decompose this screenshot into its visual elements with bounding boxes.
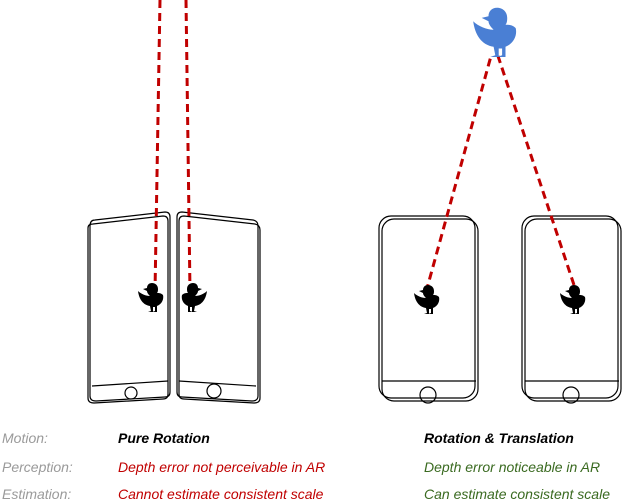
label-motion: Motion: — [2, 430, 48, 446]
label-perception: Perception: — [2, 459, 73, 475]
right-phone-right — [521, 215, 622, 404]
home-button-icon — [419, 386, 437, 404]
home-button-icon — [562, 386, 580, 404]
ray-left-1 — [153, 0, 162, 293]
ray-right-1 — [424, 55, 493, 293]
home-button-icon — [206, 383, 222, 399]
right-perception: Depth error noticeable in AR — [424, 459, 601, 475]
right-phone-left — [378, 215, 479, 404]
duck-icon — [138, 283, 164, 312]
left-title: Pure Rotation — [118, 430, 210, 446]
label-estimation: Estimation: — [2, 486, 72, 502]
left-phone-rear — [87, 211, 171, 404]
far-duck-icon — [473, 7, 517, 58]
left-phone-front — [176, 211, 261, 404]
duck-icon — [560, 285, 586, 314]
duck-icon — [181, 283, 207, 312]
home-button-icon — [124, 386, 138, 400]
right-title: Rotation & Translation — [424, 430, 574, 446]
ray-right-2 — [496, 55, 576, 286]
ray-left-2 — [184, 0, 192, 293]
left-perception: Depth error not perceivable in AR — [118, 459, 326, 475]
right-estimation: Can estimate consistent scale — [424, 486, 610, 502]
duck-icon — [414, 285, 440, 314]
left-estimation: Cannot estimate consistent scale — [118, 486, 324, 502]
